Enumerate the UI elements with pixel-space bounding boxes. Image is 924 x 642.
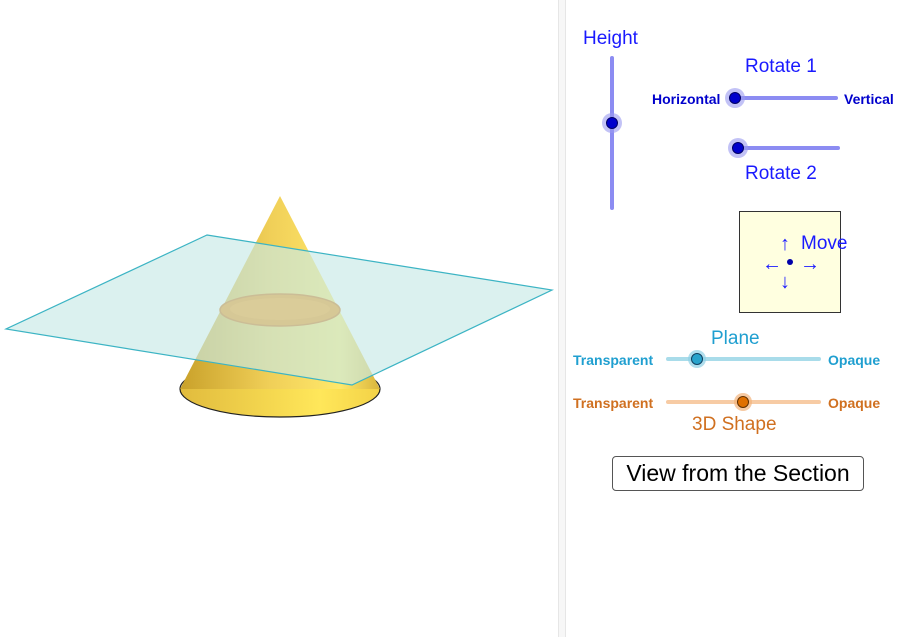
shape-opacity-right-label: Opaque (828, 395, 881, 411)
rotate2-slider-handle[interactable] (732, 142, 744, 154)
move-up-icon[interactable]: ↑ (780, 233, 790, 255)
move-right-icon[interactable]: → (800, 253, 820, 275)
graphics-3d-view[interactable] (0, 0, 558, 637)
scene-canvas[interactable] (0, 0, 558, 637)
rotate1-label: Rotate 1 (745, 56, 817, 77)
rotate2-label: Rotate 2 (745, 163, 817, 184)
cutting-plane[interactable] (3, 234, 555, 386)
rotate1-slider-track[interactable] (736, 96, 838, 100)
controls-panel: Height Rotate 1 Horizontal Vertical Rota… (566, 0, 924, 637)
plane-opacity-left-label: Transparent (573, 352, 654, 368)
move-control[interactable]: ↑ ← → ↓ (739, 211, 841, 313)
panel-divider[interactable] (558, 0, 566, 637)
plane-opacity-right-label: Opaque (828, 352, 881, 368)
shape-opacity-slider-handle[interactable] (737, 396, 749, 408)
plane-opacity-slider-handle[interactable] (691, 353, 703, 365)
shape-opacity-label: 3D Shape (692, 414, 777, 435)
move-label: Move (801, 233, 848, 254)
move-left-icon[interactable]: ← (762, 253, 782, 275)
plane-opacity-slider-track[interactable] (666, 357, 821, 361)
rotate1-slider-handle[interactable] (729, 92, 741, 104)
view-from-section-button[interactable]: View from the Section (612, 456, 864, 491)
move-center-point[interactable] (787, 259, 793, 265)
plane-opacity-label: Plane (711, 328, 760, 349)
cone-base-front (179, 388, 381, 418)
shape-opacity-left-label: Transparent (573, 395, 654, 411)
move-down-icon[interactable]: ↓ (780, 271, 790, 293)
rotate1-left-label: Horizontal (652, 91, 721, 107)
height-slider-track[interactable] (610, 56, 614, 210)
rotate2-slider-track[interactable] (738, 146, 840, 150)
height-slider-handle[interactable] (606, 117, 618, 129)
rotate1-right-label: Vertical (844, 91, 894, 107)
height-label: Height (583, 28, 638, 49)
